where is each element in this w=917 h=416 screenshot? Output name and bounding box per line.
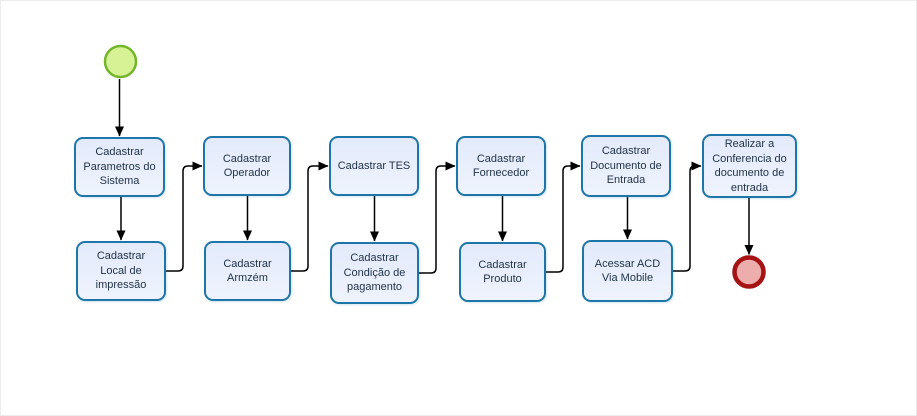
task-acessar-acd-via-mobile: Acessar ACD Via Mobile (582, 240, 673, 302)
task-label: Realizar a Conferencia do documento de e… (712, 138, 787, 194)
flow-connector-cadastrar-condicao-de-pagamento-to-cadastrar-fornecedor (419, 161, 456, 274)
task-cadastrar-documento-de-entrada: Cadastrar Documento de Entrada (581, 135, 671, 197)
flow-connector-cadastrar-produto-to-cadastrar-documento-de-entrada (546, 161, 581, 273)
task-label: Acessar ACD Via Mobile (594, 257, 661, 285)
task-label: Cadastrar Armzém (223, 257, 272, 285)
task-cadastrar-fornecedor: Cadastrar Fornecedor (456, 136, 546, 196)
task-cadastrar-condicao-de-pagamento: Cadastrar Condição de pagamento (330, 242, 419, 304)
task-label: Cadastrar Parametros do Sistema (83, 146, 156, 188)
task-label: Cadastrar Operador (222, 152, 272, 180)
task-label: Cadastrar Fornecedor (472, 152, 530, 180)
task-cadastrar-tes: Cadastrar TES (329, 136, 419, 196)
task-label: Cadastrar Documento de Entrada (590, 145, 662, 187)
task-cadastrar-produto: Cadastrar Produto (459, 242, 546, 302)
task-cadastrar-parametros-do-sistema: Cadastrar Parametros do Sistema (74, 137, 165, 197)
task-realizar-a-conferencia-do-documento-de-entrada: Realizar a Conferencia do documento de e… (702, 134, 797, 198)
task-cadastrar-operador: Cadastrar Operador (203, 136, 291, 196)
task-label: Cadastrar Condição de pagamento (343, 252, 406, 294)
flow-connector-cadastrar-armzem-to-cadastrar-tes (291, 161, 329, 272)
task-cadastrar-local-de-impressao: Cadastrar Local de impressão (76, 241, 166, 301)
task-label: Cadastrar Local de impressão (95, 250, 147, 292)
task-label: Cadastrar TES (337, 159, 411, 172)
start-event (103, 44, 138, 79)
task-cadastrar-armzem: Cadastrar Armzém (204, 241, 291, 301)
flow-connector-cadastrar-local-de-impressao-to-cadastrar-operador (166, 161, 203, 272)
task-label: Cadastrar Produto (478, 258, 527, 286)
flow-connector-acessar-acd-via-mobile-to-realizar-a-conferencia-do-documento-de-entrada (673, 161, 702, 272)
end-event (732, 255, 766, 289)
